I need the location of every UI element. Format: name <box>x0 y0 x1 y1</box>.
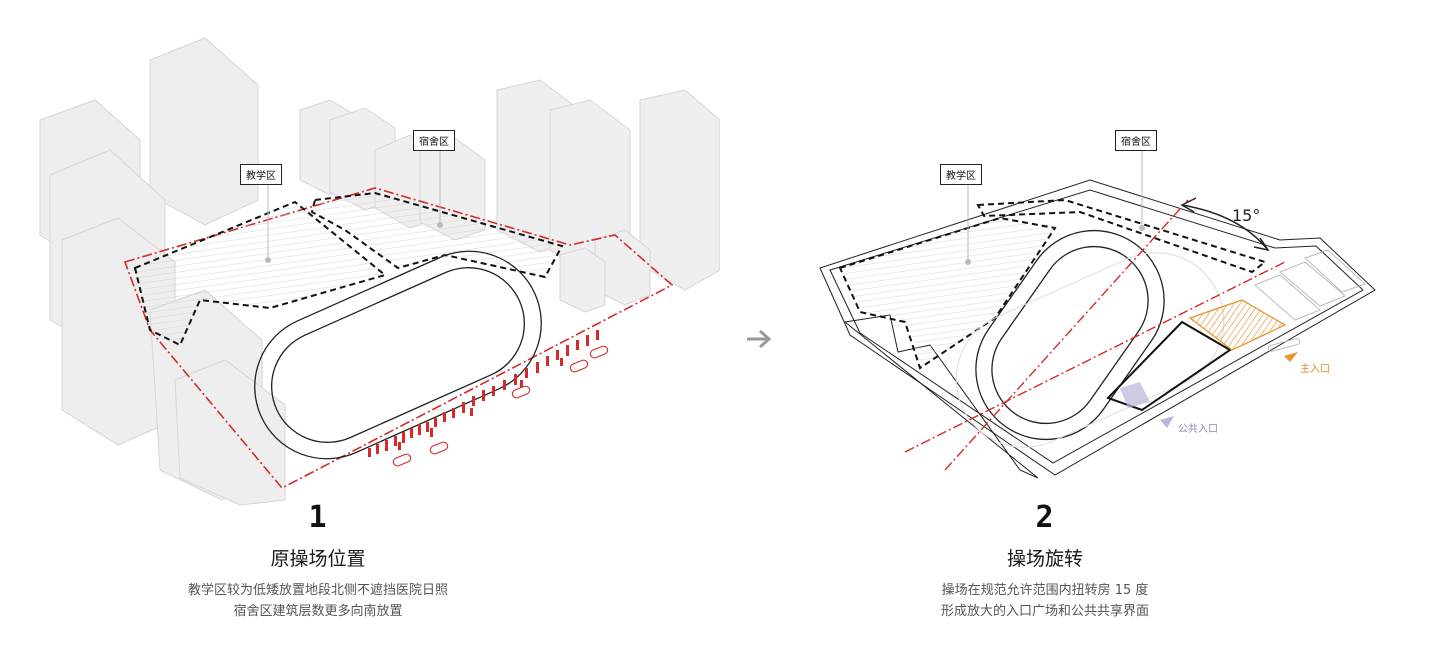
entrance-plaza <box>1106 320 1232 412</box>
site-outline <box>819 179 1376 479</box>
public-entrance-marker <box>1160 416 1174 428</box>
main-entrance-plaza <box>1188 299 1287 351</box>
panel-original-position: 教学区 宿舍区 1 原操场位置 教学区较为低矮放置地段北侧不遮挡医院日照 宿舍区… <box>0 37 720 622</box>
step-title: 原操场位置 <box>270 548 366 570</box>
diagram-rotated-site <box>819 147 1376 479</box>
teaching-zone <box>838 216 1057 370</box>
rotation-angle-label: 15° <box>1232 206 1261 225</box>
step-number: 2 <box>1035 500 1055 535</box>
rotation-arc <box>1181 204 1269 251</box>
main-entrance-marker <box>1284 352 1298 362</box>
teaching-zone <box>133 200 388 347</box>
original-axis <box>904 261 1286 453</box>
step-description: 操场在规范允许范围内扭转房 15 度 形成放大的入口广场和公共共享界面 <box>720 580 1370 622</box>
rotated-axis <box>944 199 1189 471</box>
step-title: 操场旋转 <box>1006 548 1083 570</box>
tag-dorm-zone: 宿舍区 <box>1115 130 1157 151</box>
parking-strips <box>1254 249 1366 321</box>
desc-line-2: 形成放大的入口广场和公共共享界面 <box>940 604 1149 619</box>
desc-line-1: 操场在规范允许范围内扭转房 15 度 <box>941 583 1149 598</box>
site-boundary <box>123 187 674 490</box>
public-zone <box>1120 382 1150 408</box>
tag-dorm-zone: 宿舍区 <box>413 130 455 151</box>
step-number: 1 <box>308 500 328 535</box>
main-entrance-label: 主入口 <box>1300 364 1330 375</box>
tag-teaching-zone: 教学区 <box>240 164 282 185</box>
desc-line-2: 宿舍区建筑层数更多向南放置 <box>233 604 403 619</box>
crowd-figures <box>368 330 599 457</box>
dorm-zone <box>976 198 1268 274</box>
running-track <box>254 250 542 460</box>
step-description: 教学区较为低矮放置地段北侧不遮挡医院日照 宿舍区建筑层数更多向南放置 <box>0 580 636 622</box>
tag-teaching-zone: 教学区 <box>940 164 982 185</box>
diagram-original-site <box>39 37 720 506</box>
cars <box>392 345 609 467</box>
public-entrance-label: 公共入口 <box>1178 424 1218 435</box>
desc-line-1: 教学区较为低矮放置地段北侧不遮挡医院日照 <box>187 583 448 598</box>
panel-rotated-track: 教学区 宿舍区 15° 主入口 公共入口 2 操场旋转 操场在规范允许范围内扭转… <box>720 0 1431 649</box>
buildings-top <box>299 79 720 313</box>
arrow-right-icon <box>747 329 772 349</box>
